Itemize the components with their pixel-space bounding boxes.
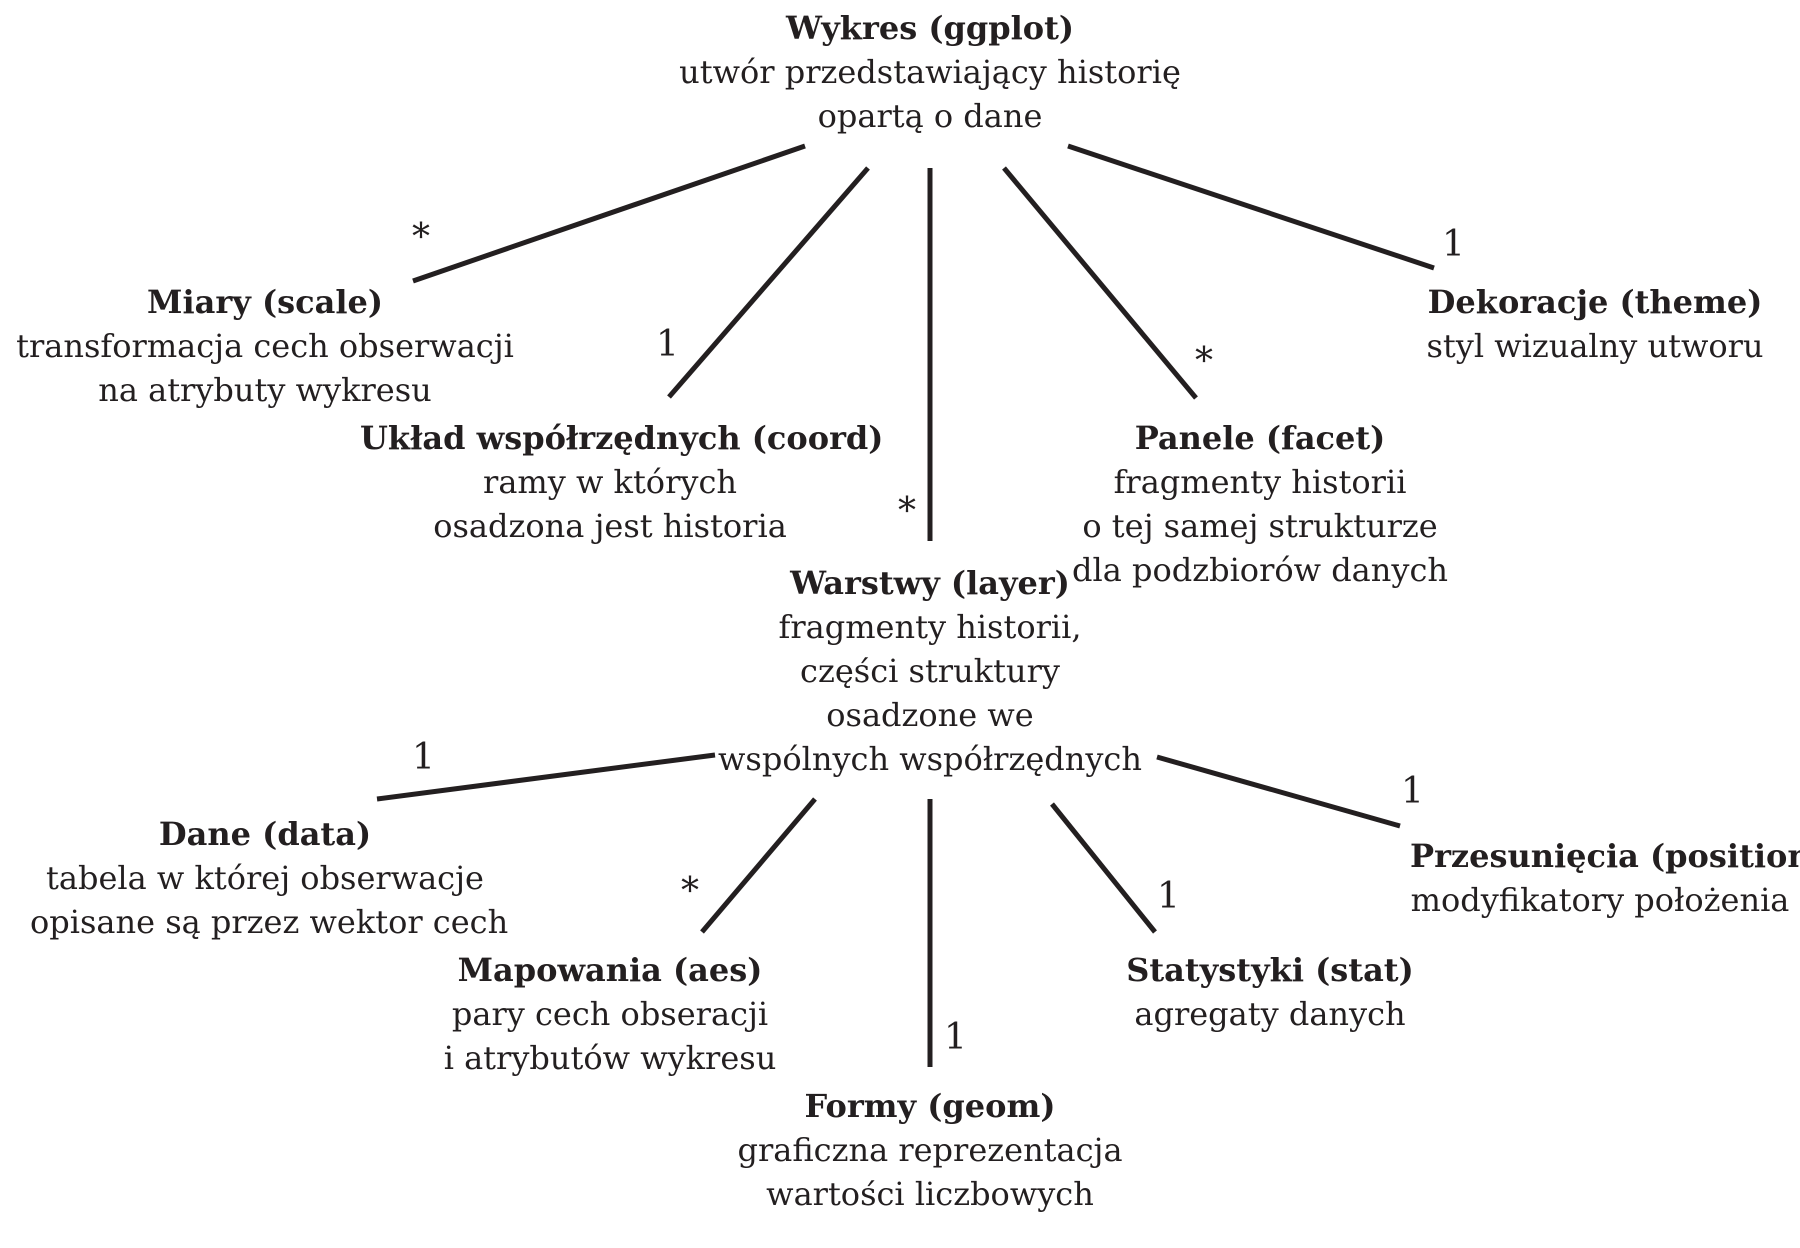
node-wykres: Wykres (ggplot) utwór przedstawiający hi… [630, 6, 1230, 138]
node-panele-desc-1: fragmenty historii [1113, 463, 1407, 501]
node-dekoracje-desc-1: styl wizualny utworu [1426, 327, 1764, 365]
node-przesuniecia: Przesunięcia (position) modyfikatory poł… [1410, 834, 1800, 922]
node-przesuniecia-title: Przesunięcia (position) [1410, 837, 1800, 875]
edge-warstwy-statystyki [1050, 802, 1157, 934]
node-wykres-desc-2: opartą o dane [817, 97, 1043, 135]
node-uklad-desc-2: osadzona jest historia [433, 507, 787, 545]
edge-wykres-miary [412, 143, 806, 284]
node-dekoracje-title: Dekoracje (theme) [1427, 283, 1763, 321]
multiplicity-przesuniecia: 1 [1401, 771, 1424, 812]
node-formy-title: Formy (geom) [804, 1087, 1056, 1125]
node-warstwy-desc-1: fragmenty historii, [778, 608, 1082, 646]
node-mapowania: Mapowania (aes) pary cech obseracji i at… [420, 948, 800, 1080]
node-dekoracje: Dekoracje (theme) styl wizualny utworu [1400, 280, 1790, 368]
node-statystyki: Statystyki (stat) agregaty danych [1120, 948, 1420, 1036]
node-wykres-desc-1: utwór przedstawiający historię [679, 53, 1181, 91]
node-miary: Miary (scale) transformacja cech obserwa… [15, 280, 515, 412]
multiplicity-dekoracje: 1 [1442, 224, 1465, 265]
edge-warstwy-przesuniecia [1156, 754, 1401, 829]
node-dane-title: Dane (data) [158, 815, 372, 853]
node-warstwy-desc-3: osadzone we [826, 696, 1034, 734]
multiplicity-uklad: 1 [656, 324, 679, 365]
node-mapowania-desc-1: pary cech obseracji [451, 995, 769, 1033]
node-miary-title: Miary (scale) [147, 283, 383, 321]
node-formy: Formy (geom) graficzna reprezentacja war… [730, 1084, 1130, 1216]
node-miary-desc-2: na atrybuty wykresu [98, 371, 432, 409]
node-mapowania-desc-2: i atrybutów wykresu [443, 1039, 777, 1077]
multiplicity-dane: 1 [412, 737, 435, 778]
multiplicity-panele: * [1195, 341, 1213, 382]
node-formy-desc-1: graficzna reprezentacja [737, 1131, 1123, 1169]
node-miary-desc-1: transformacja cech obserwacji [16, 327, 514, 365]
node-mapowania-title: Mapowania (aes) [457, 951, 763, 989]
multiplicity-mapowania: * [681, 871, 699, 912]
multiplicity-warstwy: * [898, 491, 916, 532]
node-statystyki-title: Statystyki (stat) [1126, 951, 1414, 989]
node-wykres-title: Wykres (ggplot) [785, 9, 1075, 47]
node-dane: Dane (data) tabela w której obserwacje o… [30, 812, 509, 944]
node-dane-desc-1: tabela w której obserwacje [46, 859, 484, 897]
edge-wykres-dekoracje [1067, 143, 1435, 271]
node-warstwy-title: Warstwy (layer) [790, 564, 1070, 602]
node-przesuniecia-desc-1: modyfikatory położenia [1410, 881, 1790, 919]
multiplicity-miary: * [412, 217, 430, 258]
multiplicity-formy: 1 [944, 1017, 967, 1058]
node-dane-desc-2: opisane są przez wektor cech [30, 903, 509, 941]
edge-wykres-panele [1002, 166, 1198, 400]
multiplicity-statystyki: 1 [1157, 876, 1180, 917]
node-formy-desc-2: wartości liczbowych [766, 1175, 1094, 1213]
edge-warstwy-dane [376, 752, 716, 802]
node-uklad-title: Układ współrzędnych (coord) [360, 419, 884, 457]
node-uklad: Układ współrzędnych (coord) ramy w który… [360, 416, 884, 548]
node-panele-title: Panele (facet) [1134, 419, 1386, 457]
node-panele-desc-2: o tej samej strukturze [1082, 507, 1438, 545]
edge-warstwy-mapowania [700, 797, 817, 934]
node-panele-desc-3: dla podzbiorów danych [1072, 551, 1448, 589]
node-warstwy-desc-2: części struktury [800, 652, 1060, 690]
node-uklad-desc-1: ramy w których [483, 463, 737, 501]
node-statystyki-desc-1: agregaty danych [1134, 995, 1406, 1033]
node-warstwy-desc-4: wspólnych współrzędnych [718, 740, 1142, 778]
node-panele: Panele (facet) fragmenty historii o tej … [1060, 416, 1460, 592]
node-warstwy: Warstwy (layer) fragmenty historii, częś… [710, 561, 1150, 781]
edge-wykres-uklad [667, 166, 870, 399]
